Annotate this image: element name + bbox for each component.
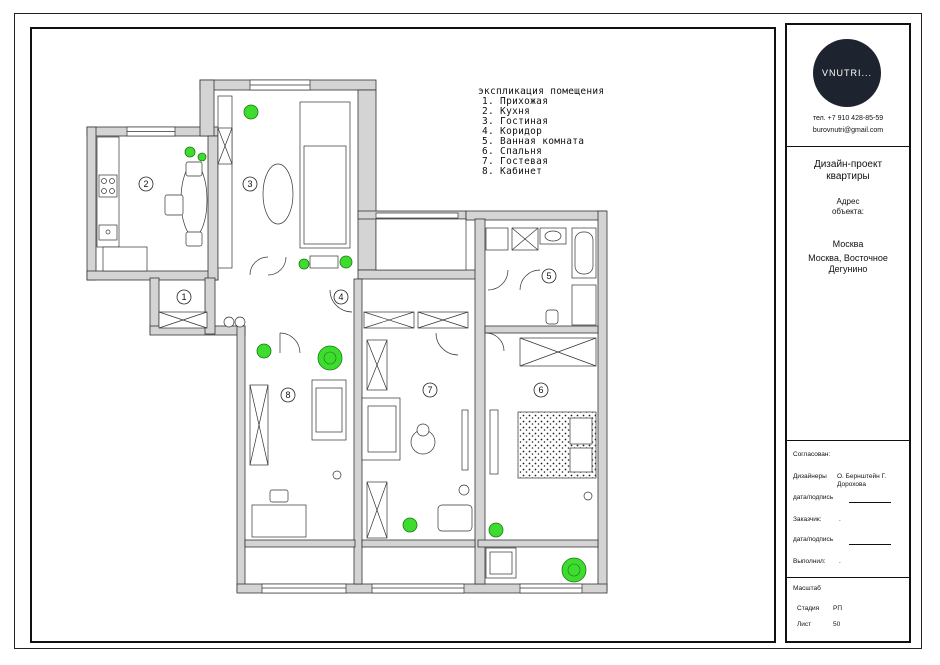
guest-room (361, 397, 473, 532)
outer-frame (14, 13, 922, 649)
logo-section: VNUTRI... тел. +7 910 428-85-59 burovnut… (787, 25, 909, 147)
company-logo: VNUTRI... (813, 39, 881, 107)
signature-line (849, 502, 891, 503)
title-block: VNUTRI... тел. +7 910 428-85-59 burovnut… (785, 23, 911, 643)
room-5-number: 5 (546, 271, 551, 281)
done-label: Выполнил: (793, 558, 826, 565)
approval-section: Согласован: Дизайнеры О. Бернштейн Г. До… (787, 441, 909, 578)
scale-label: Масштаб (793, 585, 821, 592)
city: Москва (832, 239, 864, 249)
room-3-number: 3 (247, 179, 252, 189)
agreed-label: Согласован: (793, 451, 831, 458)
designers-label: Дизайнеры (793, 473, 827, 480)
date-sign-label: дата/подпись (793, 494, 834, 501)
room-6-number: 6 (538, 385, 543, 395)
legend-item: 2. Кухня (482, 106, 531, 117)
project-section: Дизайн-проект квартиры Адрес объекта: Мо… (787, 147, 909, 441)
email: burovnutri@gmail.com (812, 127, 884, 134)
legend-item: 3. Гостиная (482, 116, 549, 127)
balconies (485, 547, 517, 579)
sheet-value: 50 (833, 621, 841, 628)
done-value: . (839, 558, 841, 565)
date-sign-label-2: дата/подпись (793, 536, 834, 543)
drawing-frame (30, 27, 776, 643)
living (217, 95, 351, 269)
legend-item: 4. Коридор (482, 126, 543, 137)
room-markers (138, 176, 557, 403)
bedroom (489, 409, 597, 501)
doors (249, 256, 541, 356)
room-1-number: 1 (181, 292, 186, 302)
client-label: Заказчик: (793, 516, 822, 523)
loggia (375, 218, 467, 271)
room-4-number: 4 (338, 292, 343, 302)
stage-label: Стадия (797, 605, 820, 612)
bathroom (485, 227, 597, 326)
designers: О. Бернштейн Г. Дорохова (837, 473, 887, 488)
stage-value: РП (833, 605, 843, 612)
address: Москва, Восточное Дегунино (808, 253, 888, 274)
legend-item: 5. Ванная комната (482, 136, 585, 147)
legend-title: экспликация помещения (478, 86, 605, 97)
project-title: Дизайн-проект квартиры (813, 159, 883, 182)
legend-item: 6. Спальня (482, 146, 543, 157)
address-label: Адрес объекта: (831, 197, 865, 216)
client-value: . (839, 516, 841, 523)
kitchen (96, 136, 208, 272)
phone: тел. +7 910 428-85-59 (812, 115, 884, 122)
scale-section: Масштаб Стадия РП Лист 50 (787, 578, 909, 641)
room-2-number: 2 (143, 179, 148, 189)
wardrobes (158, 311, 597, 539)
room-7-number: 7 (427, 385, 432, 395)
room-8-number: 8 (285, 390, 290, 400)
sheet-label: Лист (797, 621, 812, 628)
legend-item: 1. Прихожая (482, 96, 549, 107)
legend-item: 7. Гостевая (482, 156, 549, 167)
legend-item: 8. Кабинет (482, 166, 543, 177)
plants (184, 104, 587, 583)
signature-line (849, 544, 891, 545)
study (251, 379, 347, 538)
room-legend: экспликация помещения 1. Прихожая 2. Кух… (478, 87, 604, 177)
windows (126, 79, 583, 594)
